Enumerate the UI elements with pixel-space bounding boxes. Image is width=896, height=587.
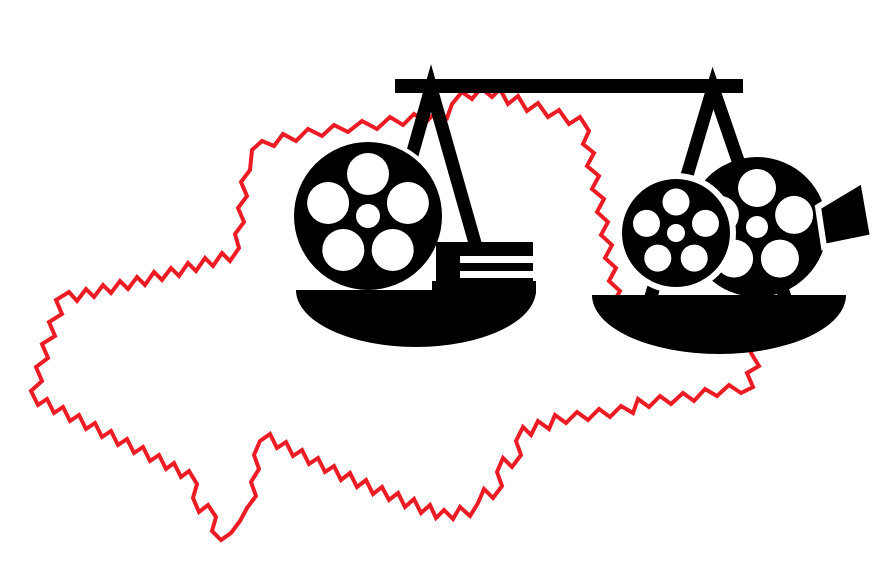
reel-hole [644,244,672,272]
reel-hole [775,195,814,234]
reel-hub-hole [746,216,768,238]
reel-hole [662,188,690,216]
reel-hole [633,209,660,237]
scale-pans [296,290,846,354]
reel-hole [386,182,429,224]
camera-lens [814,175,877,251]
reel-hole [347,153,389,195]
film-reel-small [616,173,736,293]
film-projector-icon [432,242,536,294]
reel-hole [738,169,776,207]
film-reel-icon [290,138,446,294]
projector-slot [460,271,533,278]
scale-pan-right [592,295,846,354]
reel-hole [760,239,799,278]
reel-hub-hole [667,224,685,242]
scale-pan-left [296,290,536,347]
projector-slot [460,256,533,263]
reel-hole [680,244,708,272]
reel-hole [371,229,414,271]
reel-hub-hole [356,204,380,228]
reel-hole [307,182,350,224]
film-camera-icon [616,157,877,297]
reel-hole [692,209,719,237]
scale-beam [395,79,743,93]
reel-hole [322,229,365,271]
